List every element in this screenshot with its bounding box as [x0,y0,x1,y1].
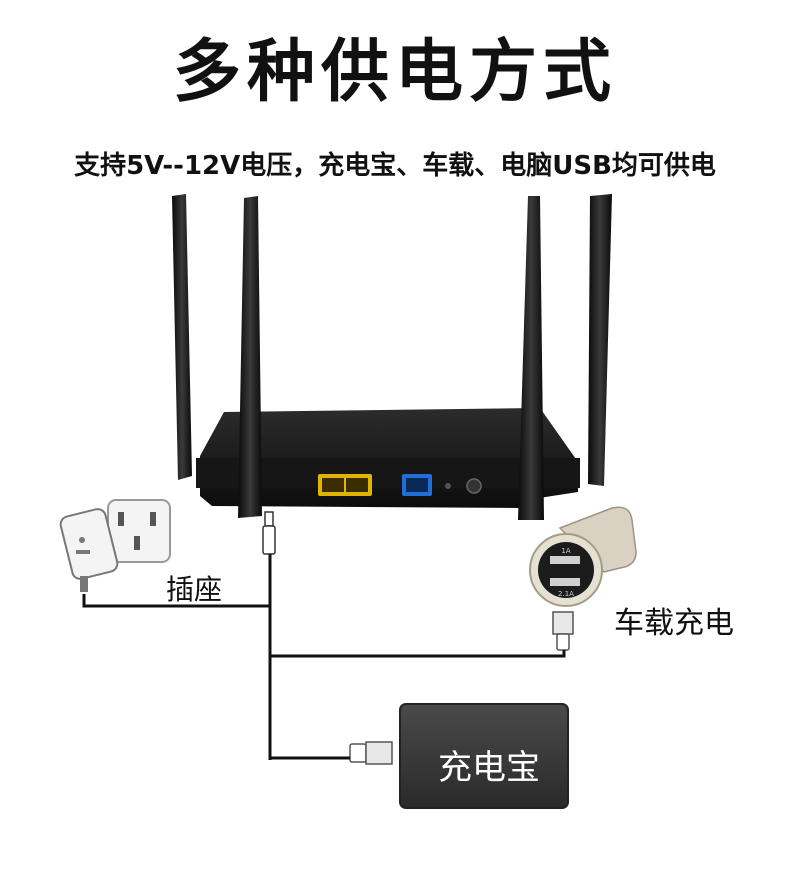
page-subtitle: 支持5V--12V电压，充电宝、车载、电脑USB均可供电 [74,151,716,181]
usb-port-bottom [550,578,580,586]
usb-plug-icon [552,611,574,651]
dc-plug-icon [262,511,276,555]
wiring [82,554,566,760]
car-charger-label: 车载充电 [614,606,734,641]
port-label-top: 1A [561,547,570,555]
antenna-right-front [518,196,544,520]
reset-button [445,483,451,489]
socket-label: 插座 [166,573,223,606]
dc-input-port [466,478,482,494]
antenna-right-back [588,194,612,486]
power-adapter-icon [59,508,119,592]
antenna-left-back [172,194,192,480]
power-bank-icon [399,703,569,809]
page-title: 多种供电方式 [172,33,617,112]
usb-port-top [550,556,580,564]
wall-socket-icon [107,499,171,563]
port-label-bottom: 2.1A [558,590,574,598]
lan-port-2 [346,478,368,492]
car-charger-icon: 1A 2.1A [529,506,637,607]
router-icon [172,194,612,520]
usb-plug-icon [349,741,393,765]
power-bank-label: 充电宝 [438,748,540,788]
wan-port-socket [406,478,428,492]
antenna-left-front [238,196,262,518]
lan-port-1 [322,478,344,492]
